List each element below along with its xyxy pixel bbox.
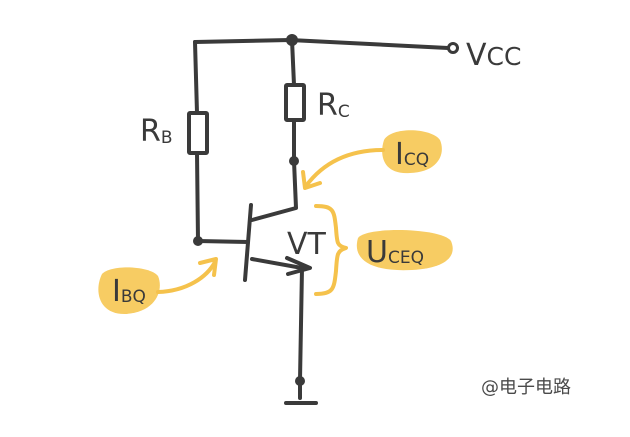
rc-sub-text: C: [338, 102, 350, 122]
ibq-arrow: [156, 260, 217, 294]
rb-label: RB: [140, 114, 173, 149]
icq-arrow: [304, 148, 385, 188]
emitter-wire: [250, 257, 304, 270]
uceq-main-text: U: [366, 235, 388, 270]
ibq-label: IBQ: [112, 274, 146, 309]
ibq-sub-text: BQ: [121, 287, 146, 307]
emitter-arrow-head: [285, 256, 312, 276]
watermark-text: @电子电路: [481, 377, 571, 398]
icq-label: ICQ: [395, 137, 429, 172]
collector-wire: [250, 159, 298, 222]
rc-resistor: [284, 83, 306, 122]
rc-main-text: R: [317, 88, 338, 123]
rb-sub-text: B: [161, 128, 173, 148]
circuit-nodes: [193, 34, 459, 386]
uceq-sub-text: CEQ: [388, 248, 424, 268]
icq-sub-text: CQ: [404, 150, 429, 170]
vcc-label: VCC: [466, 38, 521, 73]
rb-resistor: [187, 111, 209, 155]
rb-bottom-wire: [195, 151, 200, 243]
top-rail-wire: [193, 38, 450, 50]
vcc-sub-text: CC: [487, 42, 522, 71]
base-wire: [196, 239, 250, 244]
transistor-base-bar: [243, 203, 253, 282]
rc-label: RC: [317, 88, 350, 123]
uceq-brace: [314, 204, 348, 296]
ibq-main-text: I: [112, 274, 121, 309]
ibq-arrow-head: [198, 257, 218, 277]
uceq-label: UCEQ: [366, 235, 424, 270]
vcc-main-text: V: [466, 38, 487, 73]
icq-arrow-head: [301, 170, 322, 190]
rb-top-wire: [193, 40, 199, 115]
top-node: [286, 34, 298, 46]
collector-node: [289, 156, 299, 166]
vt-label: VT: [287, 227, 327, 262]
ground-node: [295, 376, 305, 386]
circuit-labels: VCC RB RC VT ICQ IBQ UCEQ: [112, 38, 521, 309]
rb-main-text: R: [140, 114, 161, 149]
base-node: [193, 236, 203, 246]
current-arrows: [156, 148, 385, 296]
ibq-highlight: [98, 267, 160, 315]
icq-main-text: I: [395, 137, 404, 172]
uceq-highlight: [356, 230, 453, 271]
icq-highlight: [382, 130, 442, 174]
rc-top-wire: [290, 38, 296, 87]
vcc-terminal: [447, 42, 459, 54]
